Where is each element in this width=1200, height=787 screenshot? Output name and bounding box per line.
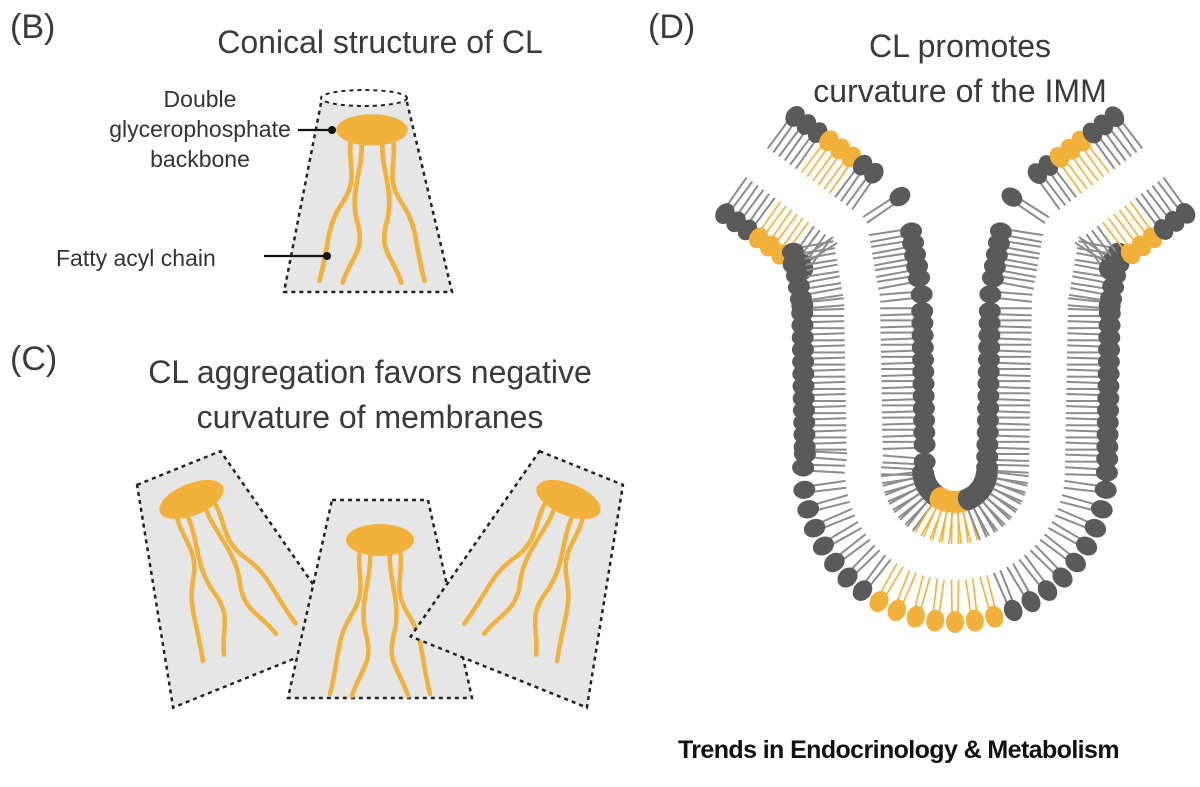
phospholipid: [793, 444, 848, 464]
phospholipid: [792, 458, 846, 477]
panel-d-title-line-2: curvature of the IMM: [813, 73, 1107, 109]
phospholipid: [797, 494, 850, 519]
chain-pointer-dot: [323, 252, 331, 260]
panel-d-label: (D): [648, 8, 696, 46]
phospholipid: [1063, 479, 1117, 499]
phospholipid: [824, 533, 871, 573]
phospholipid: [992, 569, 1023, 622]
cardiolipin-lipid: [965, 578, 984, 632]
phospholipid: [1039, 533, 1086, 573]
phospholipid: [979, 285, 1033, 304]
panel-b-title: Conical structure of CL: [217, 24, 543, 60]
phospholipid: [1157, 176, 1196, 224]
fatty-acyl-chain-label: Fatty acyl chain: [56, 245, 216, 271]
phospholipid: [879, 285, 933, 304]
phospholipid: [812, 521, 863, 556]
phospholipid: [1064, 463, 1118, 482]
phospholipid: [1060, 494, 1113, 519]
journal-footer: Trends in Endocrinology & Metabolism: [678, 736, 1120, 764]
phospholipid: [1054, 507, 1107, 538]
cardiolipin-lipid: [906, 575, 931, 628]
cardiolipin-lipid: [869, 563, 904, 613]
panel-c-cones: [135, 449, 625, 710]
phospholipid: [1006, 562, 1041, 613]
panel-b-cone: [264, 89, 454, 294]
phospholipid: [1104, 106, 1143, 154]
cone-middle: [286, 498, 474, 700]
cardiolipin-lipid: [926, 578, 945, 632]
cardiolipin-lipid: [979, 575, 1004, 628]
backbone-label: Double glycerophosphate backbone: [100, 84, 300, 174]
inner-mitochondrial-membrane: [715, 106, 1196, 633]
backbone-label-line-3: backbone: [150, 146, 250, 172]
panel-c-title-line-1: CL aggregation favors negative: [148, 354, 592, 390]
panel-c-title: CL aggregation favors negative curvature…: [90, 350, 650, 440]
phospholipid: [1018, 554, 1058, 601]
phospholipid: [837, 544, 881, 588]
phospholipid: [845, 162, 884, 210]
phospholipid: [876, 269, 931, 290]
cardiolipin-lipid: [887, 569, 917, 622]
phospholipid: [862, 186, 911, 224]
phospholipid: [1029, 544, 1073, 588]
cardiolipin-lipid: [946, 579, 964, 633]
phospholipid: [803, 507, 856, 538]
phospholipid: [978, 302, 1032, 321]
backbone-label-line-2: glycerophosphate: [109, 116, 291, 142]
panel-b-label: (B): [10, 8, 56, 46]
backbone-label-line-1: Double: [163, 86, 237, 112]
phospholipid: [989, 222, 1044, 244]
panel-c-title-line-2: curvature of membranes: [196, 399, 544, 435]
phospholipid: [1047, 521, 1098, 556]
backbone-pointer-dot: [328, 126, 336, 134]
panel-d-title-line-1: CL promotes: [869, 28, 1051, 64]
phospholipid: [882, 435, 936, 454]
phospholipid: [793, 479, 847, 499]
panel-c-label: (C): [10, 340, 58, 378]
phospholipid: [852, 554, 892, 601]
panel-d-title: CL promotes curvature of the IMM: [760, 24, 1160, 114]
phospholipid: [1001, 187, 1050, 224]
cone-top-ellipse: [320, 89, 408, 107]
